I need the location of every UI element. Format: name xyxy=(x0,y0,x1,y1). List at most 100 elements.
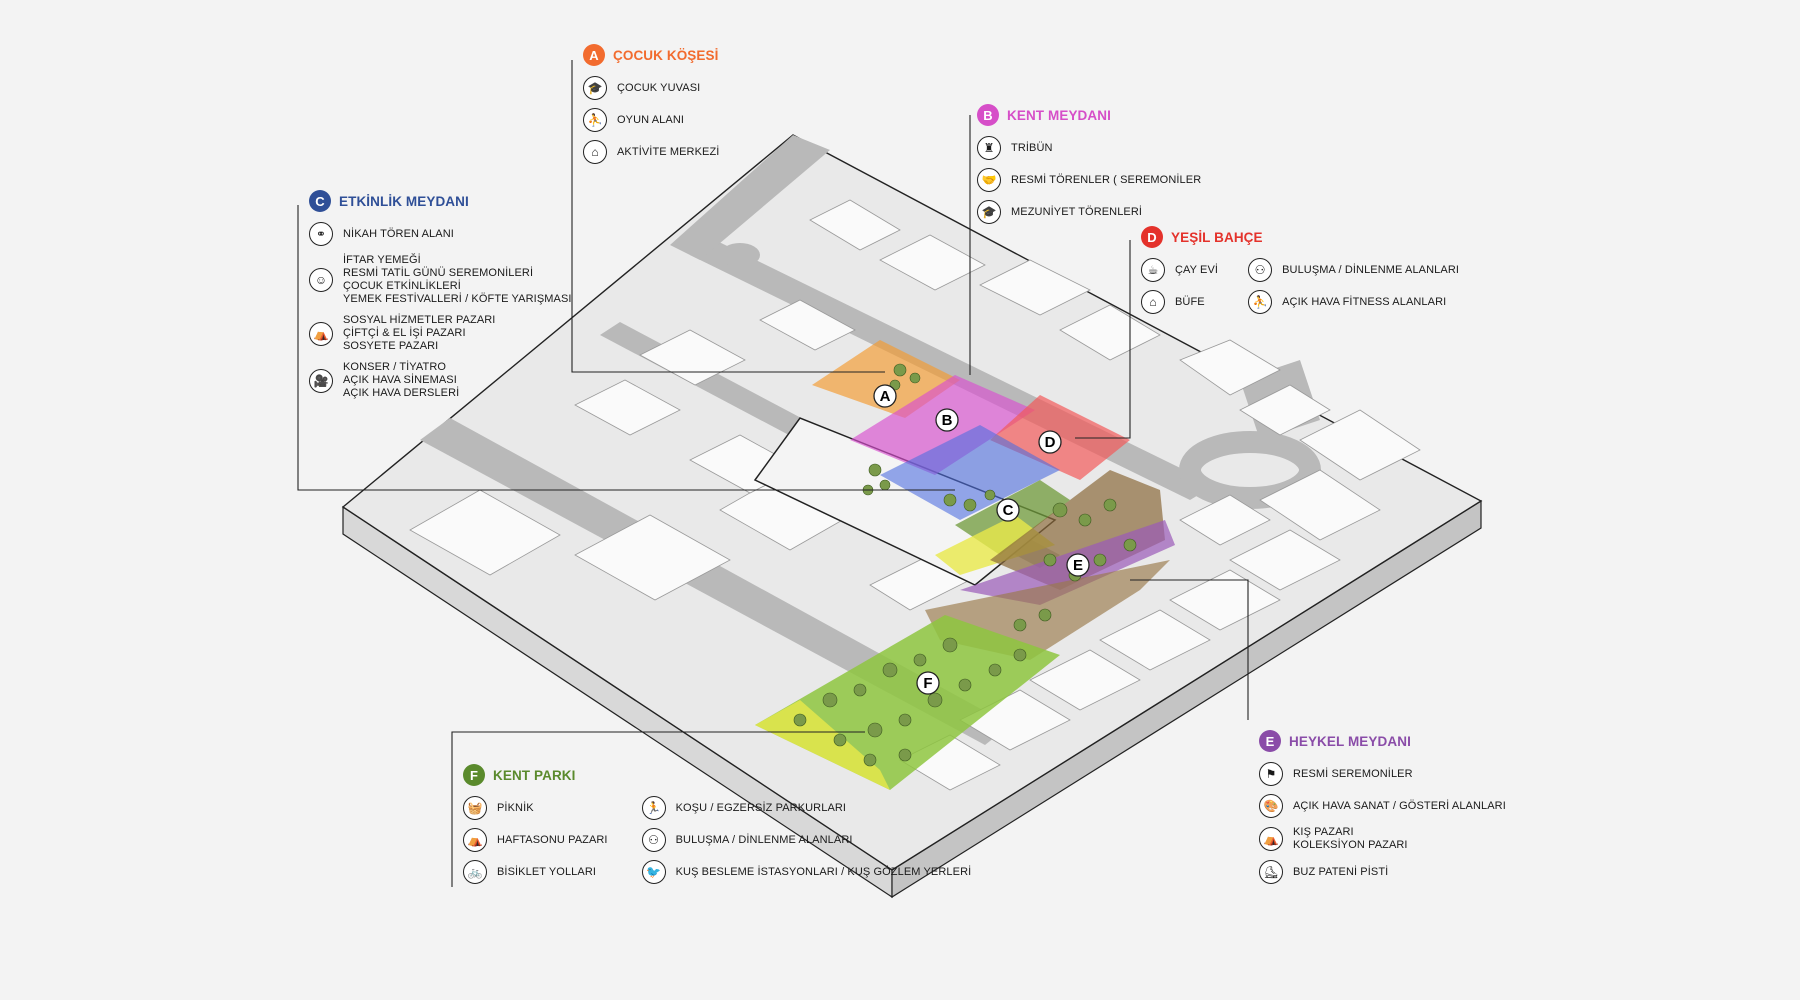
legend-c-item-3: ⛺ SOSYAL HİZMETLER PAZARI ÇİFTÇİ & EL İŞİ… xyxy=(309,314,572,353)
legend-e-label-2: AÇIK HAVA SANAT / GÖSTERİ ALANLARI xyxy=(1293,800,1506,813)
legend-a-item-2: ⛹ OYUN ALANI xyxy=(583,108,719,132)
legend-zone-f: F KENT PARKI 🧺 PİKNİK 🏃 KOŞU / EGZERSİZ PA… xyxy=(463,764,971,892)
tea-cup-icon: ☕ xyxy=(1141,258,1165,282)
theatre-camera-icon: 🎥 xyxy=(309,369,333,393)
badge-c: C xyxy=(309,190,331,212)
legend-zone-b: B KENT MEYDANI ♜ TRİBÜN 🤝 RESMİ TÖRENLER (… xyxy=(977,104,1201,232)
legend-a-header: A ÇOCUK KÖŞESİ xyxy=(583,44,719,66)
legend-e-label-4: BUZ PATENİ PİSTİ xyxy=(1293,866,1388,879)
marker-b: B xyxy=(942,412,953,429)
family-event-icon: ☺ xyxy=(309,268,333,292)
legend-d-item-1: ☕ ÇAY EVİ xyxy=(1141,258,1218,282)
legend-b-item-1: ♜ TRİBÜN xyxy=(977,136,1201,160)
legend-e-header: E HEYKEL MEYDANI xyxy=(1259,730,1506,752)
legend-c-header: C ETKİNLİK MEYDANI xyxy=(309,190,572,212)
legend-f-label-4: BULUŞMA / DİNLENME ALANLARI xyxy=(676,834,853,847)
legend-zone-e: E HEYKEL MEYDANI ⚑ RESMİ SEREMONİLER 🎨 AÇI… xyxy=(1259,730,1506,892)
legend-f-item-1: 🧺 PİKNİK xyxy=(463,796,608,820)
legend-d-title: YEŞİL BAHÇE xyxy=(1171,231,1263,244)
legend-f-label-5: BİSİKLET YOLLARI xyxy=(497,866,596,879)
legend-a-item-3: ⌂ AKTİVİTE MERKEZİ xyxy=(583,140,719,164)
market-stall-icon: ⛺ xyxy=(463,828,487,852)
legend-f-item-6: 🐦 KUŞ BESLEME İSTASYONLARI / KUŞ GÖZLEM Y… xyxy=(642,860,972,884)
ceremony-icon: ⚑ xyxy=(1259,762,1283,786)
house-icon: ⌂ xyxy=(583,140,607,164)
legend-f-grid: 🧺 PİKNİK 🏃 KOŞU / EGZERSİZ PARKURLARI ⛺ HAF… xyxy=(463,796,971,892)
graduation-icon: 🎓 xyxy=(977,200,1001,224)
legend-zone-c: C ETKİNLİK MEYDANI ⚭ NİKAH TÖREN ALANI ☺ İ… xyxy=(309,190,572,408)
graduation-cap-icon: 🎓 xyxy=(583,76,607,100)
wedding-couple-icon: ⚭ xyxy=(309,222,333,246)
legend-f-label-3: HAFTASONU PAZARI xyxy=(497,834,608,847)
legend-f-label-2: KOŞU / EGZERSİZ PARKURLARI xyxy=(676,802,846,815)
art-palette-icon: 🎨 xyxy=(1259,794,1283,818)
legend-d-item-2: ⚇ BULUŞMA / DİNLENME ALANLARI xyxy=(1248,258,1459,282)
legend-b-label-2: RESMİ TÖRENLER ( SEREMONİLER xyxy=(1011,174,1201,187)
legend-d-label-2: BULUŞMA / DİNLENME ALANLARI xyxy=(1282,264,1459,277)
legend-d-item-3: ⌂BÜFE xyxy=(1141,290,1218,314)
badge-d: D xyxy=(1141,226,1163,248)
legend-e-item-2: 🎨 AÇIK HAVA SANAT / GÖSTERİ ALANLARI xyxy=(1259,794,1506,818)
marker-f: F xyxy=(923,675,932,692)
legend-c-item-2: ☺ İFTAR YEMEĞİ RESMİ TATİL GÜNÜ SEREMONİL… xyxy=(309,254,572,306)
people-meeting-icon: ⚇ xyxy=(642,828,666,852)
legend-c-label-1: NİKAH TÖREN ALANI xyxy=(343,228,454,241)
legend-a-label-3: AKTİVİTE MERKEZİ xyxy=(617,146,719,159)
legend-b-header: B KENT MEYDANI xyxy=(977,104,1201,126)
legend-c-label-3: SOSYAL HİZMETLER PAZARI ÇİFTÇİ & EL İŞİ … xyxy=(343,314,495,353)
bird-icon: 🐦 xyxy=(642,860,666,884)
legend-c-title: ETKİNLİK MEYDANI xyxy=(339,195,469,208)
podium-icon: ♜ xyxy=(977,136,1001,160)
badge-a: A xyxy=(583,44,605,66)
legend-b-item-3: 🎓 MEZUNİYET TÖRENLERİ xyxy=(977,200,1201,224)
legend-f-title: KENT PARKI xyxy=(493,769,576,782)
legend-d-header: D YEŞİL BAHÇE xyxy=(1141,226,1459,248)
legend-e-title: HEYKEL MEYDANI xyxy=(1289,735,1411,748)
badge-e: E xyxy=(1259,730,1281,752)
running-icon: 🏃 xyxy=(642,796,666,820)
legend-f-label-6: KUŞ BESLEME İSTASYONLARI / KUŞ GÖZLEM YE… xyxy=(676,866,972,879)
kiosk-icon: ⌂ xyxy=(1141,290,1165,314)
marker-c: C xyxy=(1003,502,1014,519)
legend-c-item-4: 🎥 KONSER / TİYATRO AÇIK HAVA SİNEMASI AÇI… xyxy=(309,361,572,400)
handshake-icon: 🤝 xyxy=(977,168,1001,192)
legend-e-label-3: KIŞ PAZARI KOLEKSİYON PAZARI xyxy=(1293,826,1408,852)
people-meeting-icon: ⚇ xyxy=(1248,258,1272,282)
legend-a-label-2: OYUN ALANI xyxy=(617,114,684,127)
legend-e-item-3: ⛺ KIŞ PAZARI KOLEKSİYON PAZARI xyxy=(1259,826,1506,852)
legend-f-item-5: 🚲 BİSİKLET YOLLARI xyxy=(463,860,608,884)
legend-b-label-3: MEZUNİYET TÖRENLERİ xyxy=(1011,206,1142,219)
legend-e-label-1: RESMİ SEREMONİLER xyxy=(1293,768,1413,781)
legend-f-item-4: ⚇ BULUŞMA / DİNLENME ALANLARI xyxy=(642,828,972,852)
legend-a-item-1: 🎓 ÇOCUK YUVASI xyxy=(583,76,719,100)
market-stall-icon: ⛺ xyxy=(1259,827,1283,851)
legend-zone-a: A ÇOCUK KÖŞESİ 🎓 ÇOCUK YUVASI ⛹ OYUN ALANI… xyxy=(583,44,719,172)
marker-e: E xyxy=(1073,557,1083,574)
legend-f-item-2: 🏃 KOŞU / EGZERSİZ PARKURLARI xyxy=(642,796,972,820)
playground-icon: ⛹ xyxy=(583,108,607,132)
marker-a: A xyxy=(880,388,891,405)
legend-b-title: KENT MEYDANI xyxy=(1007,109,1111,122)
picnic-basket-icon: 🧺 xyxy=(463,796,487,820)
legend-d-item-4: ⛹AÇIK HAVA FİTNESS ALANLARI xyxy=(1248,290,1459,314)
legend-b-item-2: 🤝 RESMİ TÖRENLER ( SEREMONİLER xyxy=(977,168,1201,192)
legend-c-item-1: ⚭ NİKAH TÖREN ALANI xyxy=(309,222,572,246)
legend-c-label-4: KONSER / TİYATRO AÇIK HAVA SİNEMASI AÇIK… xyxy=(343,361,459,400)
legend-d-label-1: ÇAY EVİ xyxy=(1175,264,1218,277)
badge-f: F xyxy=(463,764,485,786)
legend-d-grid: ☕ ÇAY EVİ ⚇ BULUŞMA / DİNLENME ALANLARI ⌂B… xyxy=(1141,258,1459,322)
legend-f-header: F KENT PARKI xyxy=(463,764,971,786)
ice-skate-icon: ⛸ xyxy=(1259,860,1283,884)
legend-f-item-3: ⛺ HAFTASONU PAZARI xyxy=(463,828,608,852)
legend-a-title: ÇOCUK KÖŞESİ xyxy=(613,49,718,62)
legend-b-label-1: TRİBÜN xyxy=(1011,142,1053,155)
legend-c-label-2: İFTAR YEMEĞİ RESMİ TATİL GÜNÜ SEREMONİLE… xyxy=(343,254,572,306)
legend-e-item-1: ⚑ RESMİ SEREMONİLER xyxy=(1259,762,1506,786)
legend-zone-d: D YEŞİL BAHÇE ☕ ÇAY EVİ ⚇ BULUŞMA / DİNLEN… xyxy=(1141,226,1459,322)
badge-b: B xyxy=(977,104,999,126)
legend-a-label-1: ÇOCUK YUVASI xyxy=(617,82,700,95)
legend-f-label-1: PİKNİK xyxy=(497,802,534,815)
bicycle-icon: 🚲 xyxy=(463,860,487,884)
market-stall-icon: ⛺ xyxy=(309,322,333,346)
legend-e-item-4: ⛸ BUZ PATENİ PİSTİ xyxy=(1259,860,1506,884)
